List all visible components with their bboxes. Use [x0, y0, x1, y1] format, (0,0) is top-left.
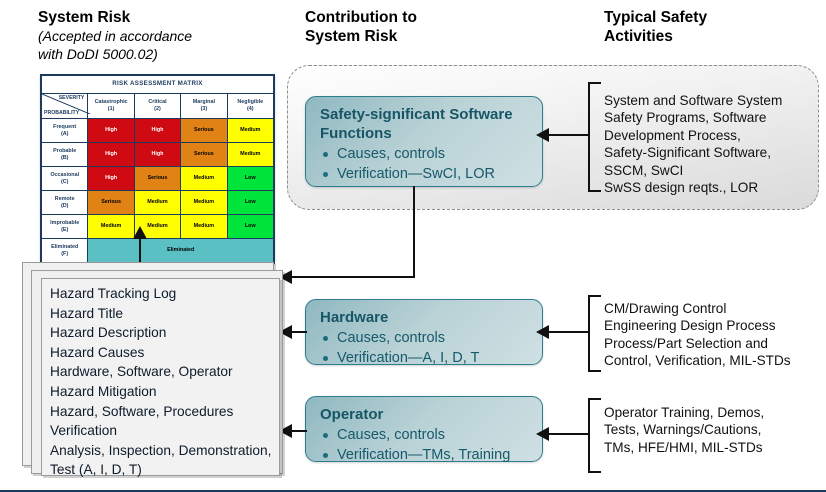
arrow-line-operator	[548, 433, 590, 436]
hazard-log-sheet-front[interactable]	[41, 278, 280, 476]
heading-system-risk: System Risk (Accepted in accordance with…	[38, 8, 192, 63]
matrix-title-row: RISK ASSESSMENT MATRIX	[41, 75, 274, 94]
matrix-row-header-4: Remote(D)	[40, 190, 89, 215]
bracket-operator-activities	[588, 398, 601, 473]
box-hardware-bullet-2: Verification—A, I, D, T	[320, 348, 530, 368]
matrix-cell-4-4: Low	[226, 190, 275, 215]
heading-contribution: Contribution to System Risk	[305, 9, 417, 45]
box-ssf-bullet-1: Causes, controls	[320, 144, 530, 164]
matrix-cell-2-4: Medium	[226, 142, 275, 167]
connector-ssf-horizontal	[292, 276, 415, 279]
box-operator-bullet-1: Causes, controls	[320, 425, 530, 445]
matrix-cell-4-1: Serious	[87, 190, 135, 215]
matrix-cell-5-3: Medium	[180, 214, 228, 239]
heading-typical-activities: Typical Safety Activities	[604, 9, 708, 45]
matrix-row-header-2: Probable(B)	[40, 142, 89, 167]
matrix-cell-3-4: Low	[226, 166, 275, 191]
matrix-col-header-1: Catastrophic(1)	[87, 93, 135, 119]
box-ssf-bullets: Causes, controls Verification—SwCI, LOR	[320, 144, 530, 184]
matrix-title: RISK ASSESSMENT MATRIX	[41, 75, 274, 94]
arrow-head-matrix	[133, 226, 147, 239]
matrix-cell-2-3: Serious	[180, 142, 228, 167]
box-hardware-bullets: Causes, controls Verification—A, I, D, T	[320, 328, 530, 368]
arrow-head-operator	[536, 427, 549, 441]
matrix-row-header-eliminated: Eliminated(F)	[40, 238, 89, 263]
matrix-eliminated-row: Eliminated(F)Eliminated	[40, 238, 274, 263]
box-operator-title: Operator	[320, 406, 384, 423]
activities-software-text: System and Software System Safety Progra…	[604, 93, 783, 196]
matrix-col-header-2: Critical(2)	[133, 93, 182, 119]
matrix-cell-5-4: Low	[226, 214, 275, 239]
connector-log-to-matrix	[139, 236, 142, 262]
matrix-cell-2-1: High	[87, 142, 135, 167]
matrix-cell-1-1: High	[87, 118, 135, 143]
matrix-axis-severity: SEVERITY	[58, 95, 85, 101]
bracket-software-activities	[588, 82, 601, 192]
matrix-col-header-4: Negligible(4)	[226, 93, 275, 119]
box-hardware-title: Hardware	[320, 309, 389, 326]
box-ssf-title: Safety-significant Software Functions	[320, 106, 513, 142]
matrix-axis-corner: SEVERITY PROBABILITY	[40, 93, 90, 119]
matrix-cell-eliminated: Eliminated	[87, 238, 274, 263]
matrix-row-header-3: Occasional(C)	[40, 166, 89, 191]
connector-ssf-vertical	[413, 186, 416, 278]
arrow-head-software	[536, 128, 549, 142]
matrix-col-header-3: Marginal(3)	[180, 93, 228, 119]
matrix-cell-1-3: Serious	[180, 118, 228, 143]
matrix-cell-4-2: Medium	[133, 190, 182, 215]
connector-operator-to-log	[292, 430, 307, 433]
arrow-head-hardware	[536, 325, 549, 339]
hazard-log-text: Hazard Tracking Log Hazard Title Hazard …	[50, 286, 272, 478]
box-safety-significant-software-functions[interactable]: Safety-significant Software Functions Ca…	[305, 96, 543, 187]
matrix-row-header-5: Improbable(E)	[40, 214, 89, 239]
box-ssf-bullet-2: Verification—SwCI, LOR	[320, 164, 530, 184]
heading-system-risk-title: System Risk	[38, 9, 131, 26]
matrix-cell-1-4: Medium	[226, 118, 275, 143]
box-hardware-bullet-1: Causes, controls	[320, 328, 530, 348]
connector-hardware-to-log	[292, 331, 307, 334]
matrix-axis-probability: PROBABILITY	[44, 110, 80, 117]
matrix-cell-3-2: Serious	[133, 166, 182, 191]
matrix-cell-2-2: High	[133, 142, 182, 167]
matrix-cell-3-1: High	[87, 166, 135, 191]
activities-operator-text: Operator Training, Demos, Tests, Warning…	[604, 405, 765, 455]
box-operator-bullet-2: Verification—TMs, Training	[320, 445, 530, 465]
bracket-hardware-activities	[588, 295, 601, 372]
matrix-header-row: SEVERITY PROBABILITY Catastrophic(1)Critic…	[40, 93, 275, 119]
box-operator[interactable]: Operator Causes, controls Verification—T…	[305, 396, 543, 465]
matrix-row-header-1: Frequent(A)	[40, 118, 89, 143]
matrix-cell-5-1: Medium	[87, 214, 135, 239]
activities-hardware-text: CM/Drawing Control Engineering Design Pr…	[604, 301, 791, 369]
box-operator-bullets: Causes, controls Verification—TMs, Train…	[320, 425, 530, 465]
arrow-line-hardware	[548, 331, 590, 334]
matrix-cell-4-3: Medium	[180, 190, 228, 215]
heading-system-risk-subtitle: (Accepted in accordance with DoDI 5000.0…	[38, 28, 193, 62]
matrix-cell-1-2: High	[133, 118, 182, 143]
matrix-cell-3-3: Medium	[180, 166, 228, 191]
box-hardware[interactable]: Hardware Causes, controls Verification—A…	[305, 299, 543, 368]
arrow-line-software	[548, 134, 590, 137]
